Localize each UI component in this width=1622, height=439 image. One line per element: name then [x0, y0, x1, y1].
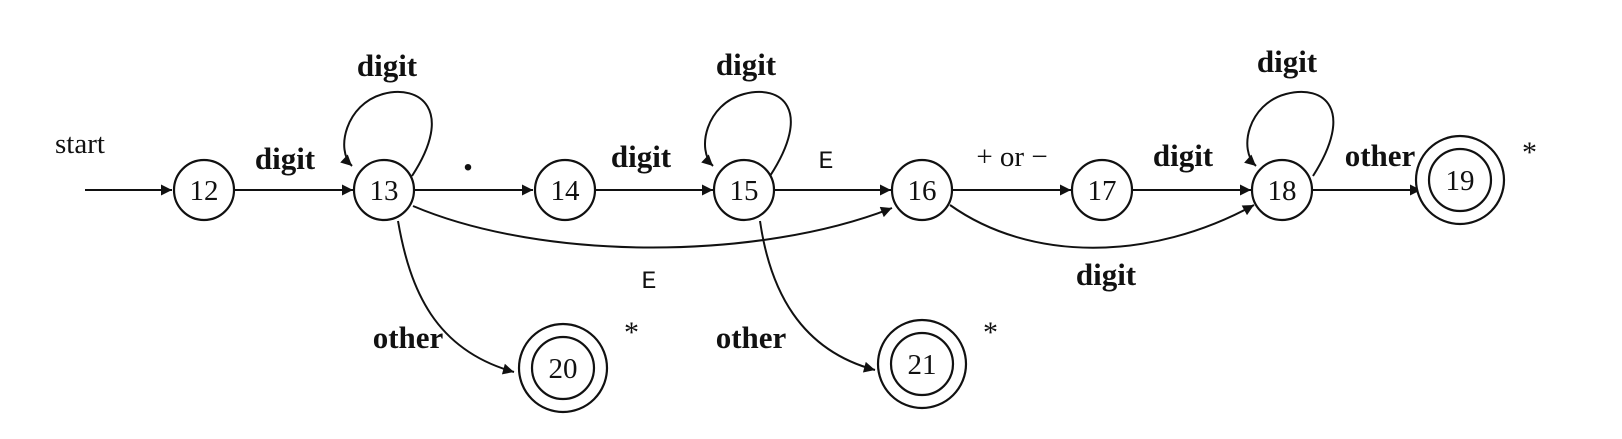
edge-18-18-loop — [1244, 90, 1335, 177]
retract-star-19: * — [1522, 136, 1537, 169]
state-19-label: 19 — [1446, 165, 1475, 197]
label-14-15: digit — [611, 139, 672, 174]
retract-star-20: * — [624, 316, 639, 349]
state-15: 15 — [712, 158, 776, 222]
state-16-label: 16 — [908, 175, 937, 207]
label-18-19: other — [1345, 138, 1416, 173]
retract-star-21: * — [983, 316, 998, 349]
label-12-13: digit — [255, 141, 316, 176]
state-21-label: 21 — [908, 349, 937, 381]
state-14-label: 14 — [551, 175, 581, 207]
state-13: 13 — [352, 158, 416, 222]
state-18-label: 18 — [1268, 175, 1297, 207]
label-15-21: other — [716, 320, 787, 355]
edge-15-21 — [759, 220, 876, 373]
label-13-13: digit — [357, 48, 418, 83]
start-label: start — [55, 128, 105, 160]
state-12-label: 12 — [190, 175, 219, 207]
state-20: 20 — [517, 322, 609, 414]
label-13-14: . — [463, 134, 473, 179]
label-16-17: + or − — [976, 141, 1047, 173]
state-17-label: 17 — [1088, 175, 1117, 207]
label-17-18: digit — [1153, 138, 1214, 173]
state-19: 19 — [1414, 134, 1506, 226]
edges — [235, 90, 1421, 375]
edge-13-13-loop — [340, 90, 433, 177]
state-17: 17 — [1070, 158, 1134, 222]
state-13-label: 13 — [370, 175, 399, 207]
state-18: 18 — [1250, 158, 1314, 222]
label-16-18: digit — [1076, 257, 1137, 292]
label-18-18: digit — [1257, 44, 1318, 79]
state-15-label: 15 — [730, 175, 759, 207]
edge-16-18 — [949, 204, 1255, 249]
state-20-label: 20 — [549, 353, 578, 385]
label-15-15: digit — [716, 47, 777, 82]
label-15-16: E — [818, 147, 833, 176]
edge-13-16 — [412, 205, 893, 249]
edge-13-20 — [397, 220, 515, 375]
label-13-16: E — [641, 267, 656, 296]
state-21: 21 — [876, 318, 968, 410]
label-13-20: other — [373, 320, 444, 355]
edge-15-15-loop — [701, 90, 792, 177]
state-16: 16 — [890, 158, 954, 222]
state-12: 12 — [172, 158, 236, 222]
state-14: 14 — [533, 158, 597, 222]
edge-labels: digit digit . E other digit digit E othe… — [255, 44, 1416, 355]
